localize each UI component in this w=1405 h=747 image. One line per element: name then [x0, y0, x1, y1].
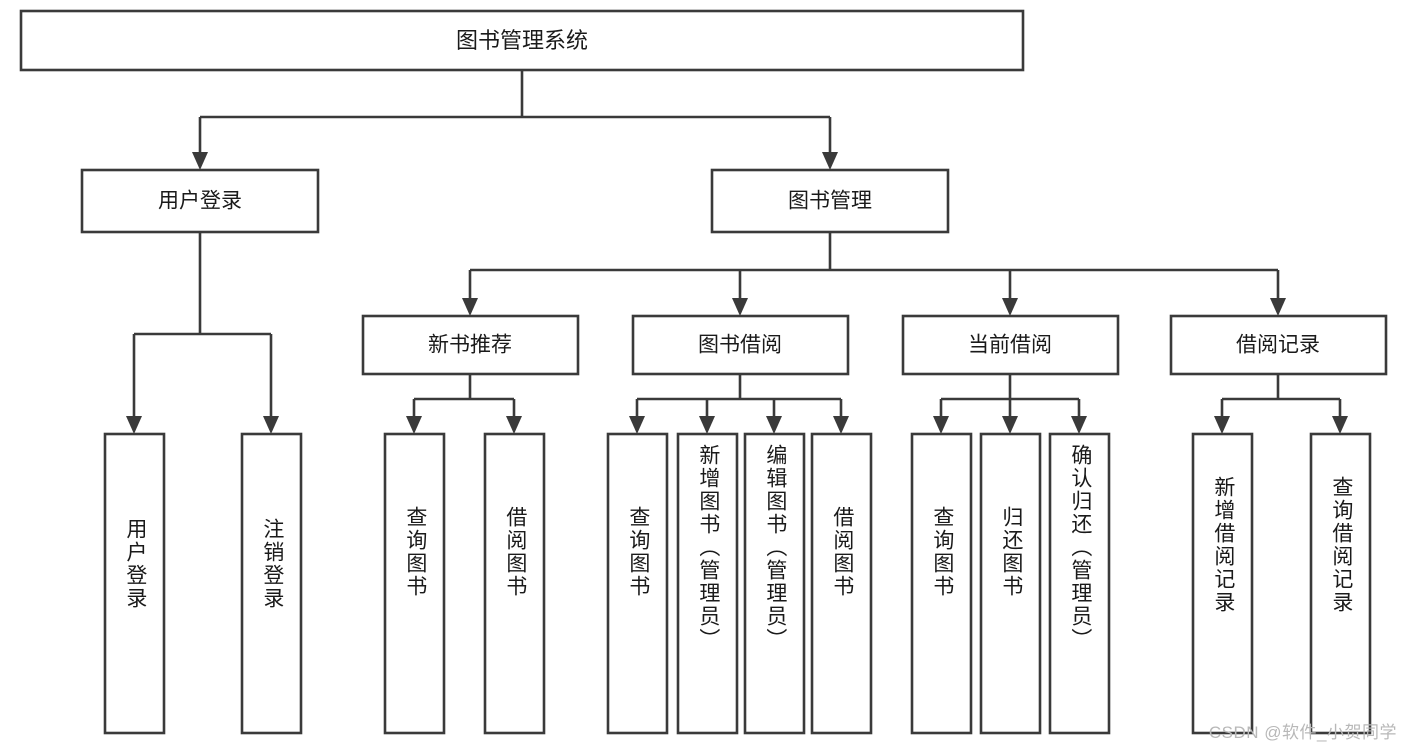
connector-group-book-mgmt [462, 232, 1286, 316]
node-box-leaf-query-record[interactable] [1309, 432, 1372, 735]
connector-group-borrow-record [1214, 374, 1348, 434]
node-box-leaf-edit-book[interactable] [743, 432, 806, 735]
node-box-leaf-logout[interactable] [240, 432, 303, 735]
arrow-head-leaf-query-record [1332, 416, 1348, 434]
arrow-head-new-book-rec [462, 298, 478, 316]
connector-group-user-login [126, 232, 279, 434]
node-box-leaf-query-book-1[interactable] [383, 432, 446, 735]
arrow-head-leaf-add-record [1214, 416, 1230, 434]
arrow-head-book-borrow [732, 298, 748, 316]
arrow-head-leaf-add-book [699, 416, 715, 434]
node-box-borrow-record[interactable] [1169, 314, 1388, 376]
arrow-head-leaf-logout [263, 416, 279, 434]
connector-group-root [192, 70, 838, 170]
node-label-current-borrow: 当前借阅 [968, 334, 1052, 357]
arrow-head-current-borrow [1002, 298, 1018, 316]
node-box-user-login[interactable] [80, 168, 320, 234]
arrow-head-leaf-query-book-2 [629, 416, 645, 434]
arrow-head-leaf-borrow-book-2 [833, 416, 849, 434]
arrow-head-leaf-edit-book [766, 416, 782, 434]
arrow-head-leaf-confirm-return [1071, 416, 1087, 434]
arrow-head-borrow-record [1270, 298, 1286, 316]
node-box-current-borrow[interactable] [901, 314, 1120, 376]
arrow-head-leaf-query-book-1 [406, 416, 422, 434]
arrow-head-leaf-borrow-book-1 [506, 416, 522, 434]
node-label-new-book-rec: 新书推荐 [428, 334, 512, 357]
node-box-leaf-borrow-book-1[interactable] [483, 432, 546, 735]
node-box-leaf-add-book[interactable] [676, 432, 739, 735]
connector-group-current-borrow [933, 374, 1087, 434]
watermark: CSDN @软件_小贺同学 [1208, 723, 1397, 742]
node-label-root: 图书管理系统 [456, 28, 588, 53]
node-box-leaf-confirm-return[interactable] [1048, 432, 1111, 735]
node-box-leaf-borrow-book-2[interactable] [810, 432, 873, 735]
node-label-user-login: 用户登录 [158, 190, 242, 213]
node-box-leaf-add-record[interactable] [1191, 432, 1254, 735]
arrow-head-leaf-query-book-3 [933, 416, 949, 434]
connector-group-book-borrow [629, 374, 849, 434]
connector-group-new-book-rec [406, 374, 522, 434]
arrow-head-user-login [192, 152, 208, 170]
node-box-book-borrow[interactable] [631, 314, 850, 376]
node-box-leaf-return-book[interactable] [979, 432, 1042, 735]
node-box-book-mgmt[interactable] [710, 168, 950, 234]
node-box-root[interactable] [19, 9, 1025, 72]
node-box-new-book-rec[interactable] [361, 314, 580, 376]
node-box-leaf-query-book-2[interactable] [606, 432, 669, 735]
arrow-head-leaf-user-login [126, 416, 142, 434]
node-label-book-mgmt: 图书管理 [788, 190, 872, 213]
node-label-book-borrow: 图书借阅 [698, 334, 782, 357]
node-box-leaf-query-book-3[interactable] [910, 432, 973, 735]
node-label-borrow-record: 借阅记录 [1236, 334, 1320, 357]
arrow-head-book-mgmt [822, 152, 838, 170]
arrow-head-leaf-return-book [1002, 416, 1018, 434]
node-box-leaf-user-login[interactable] [103, 432, 166, 735]
